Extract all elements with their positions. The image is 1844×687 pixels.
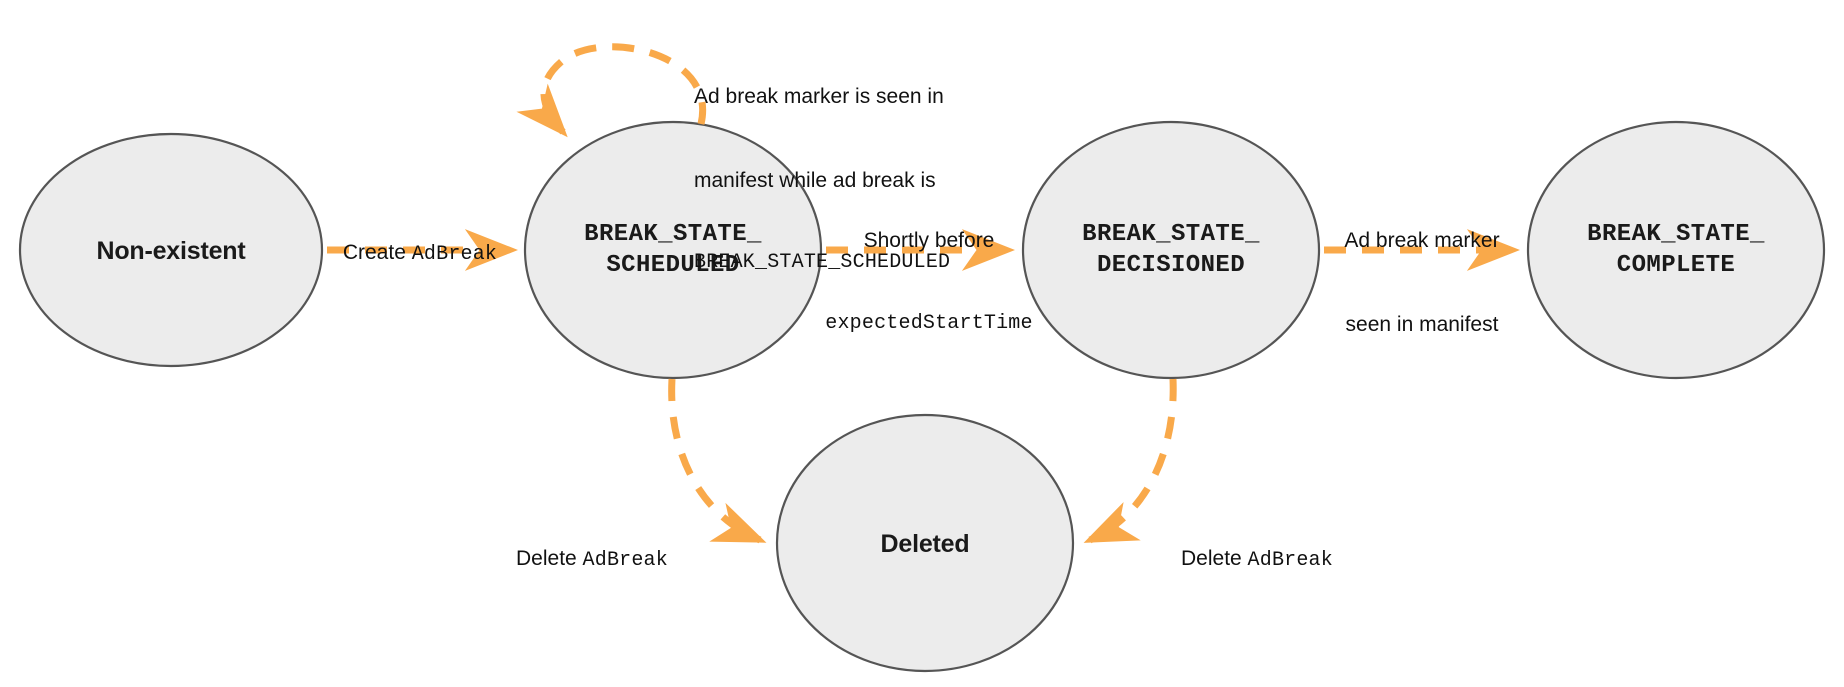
state-node-non-existent[interactable] [18, 132, 324, 368]
edge-scheduled-self-loop [516, 43, 707, 138]
edge-delete-adbreak-from-decisioned [1083, 378, 1177, 544]
state-node-break-state-complete[interactable] [1526, 120, 1826, 380]
edge-delete-adbreak-from-scheduled [668, 378, 767, 544]
state-node-break-state-decisioned[interactable] [1021, 120, 1321, 380]
state-node-break-state-scheduled[interactable] [523, 120, 823, 380]
state-node-deleted[interactable] [775, 413, 1075, 673]
